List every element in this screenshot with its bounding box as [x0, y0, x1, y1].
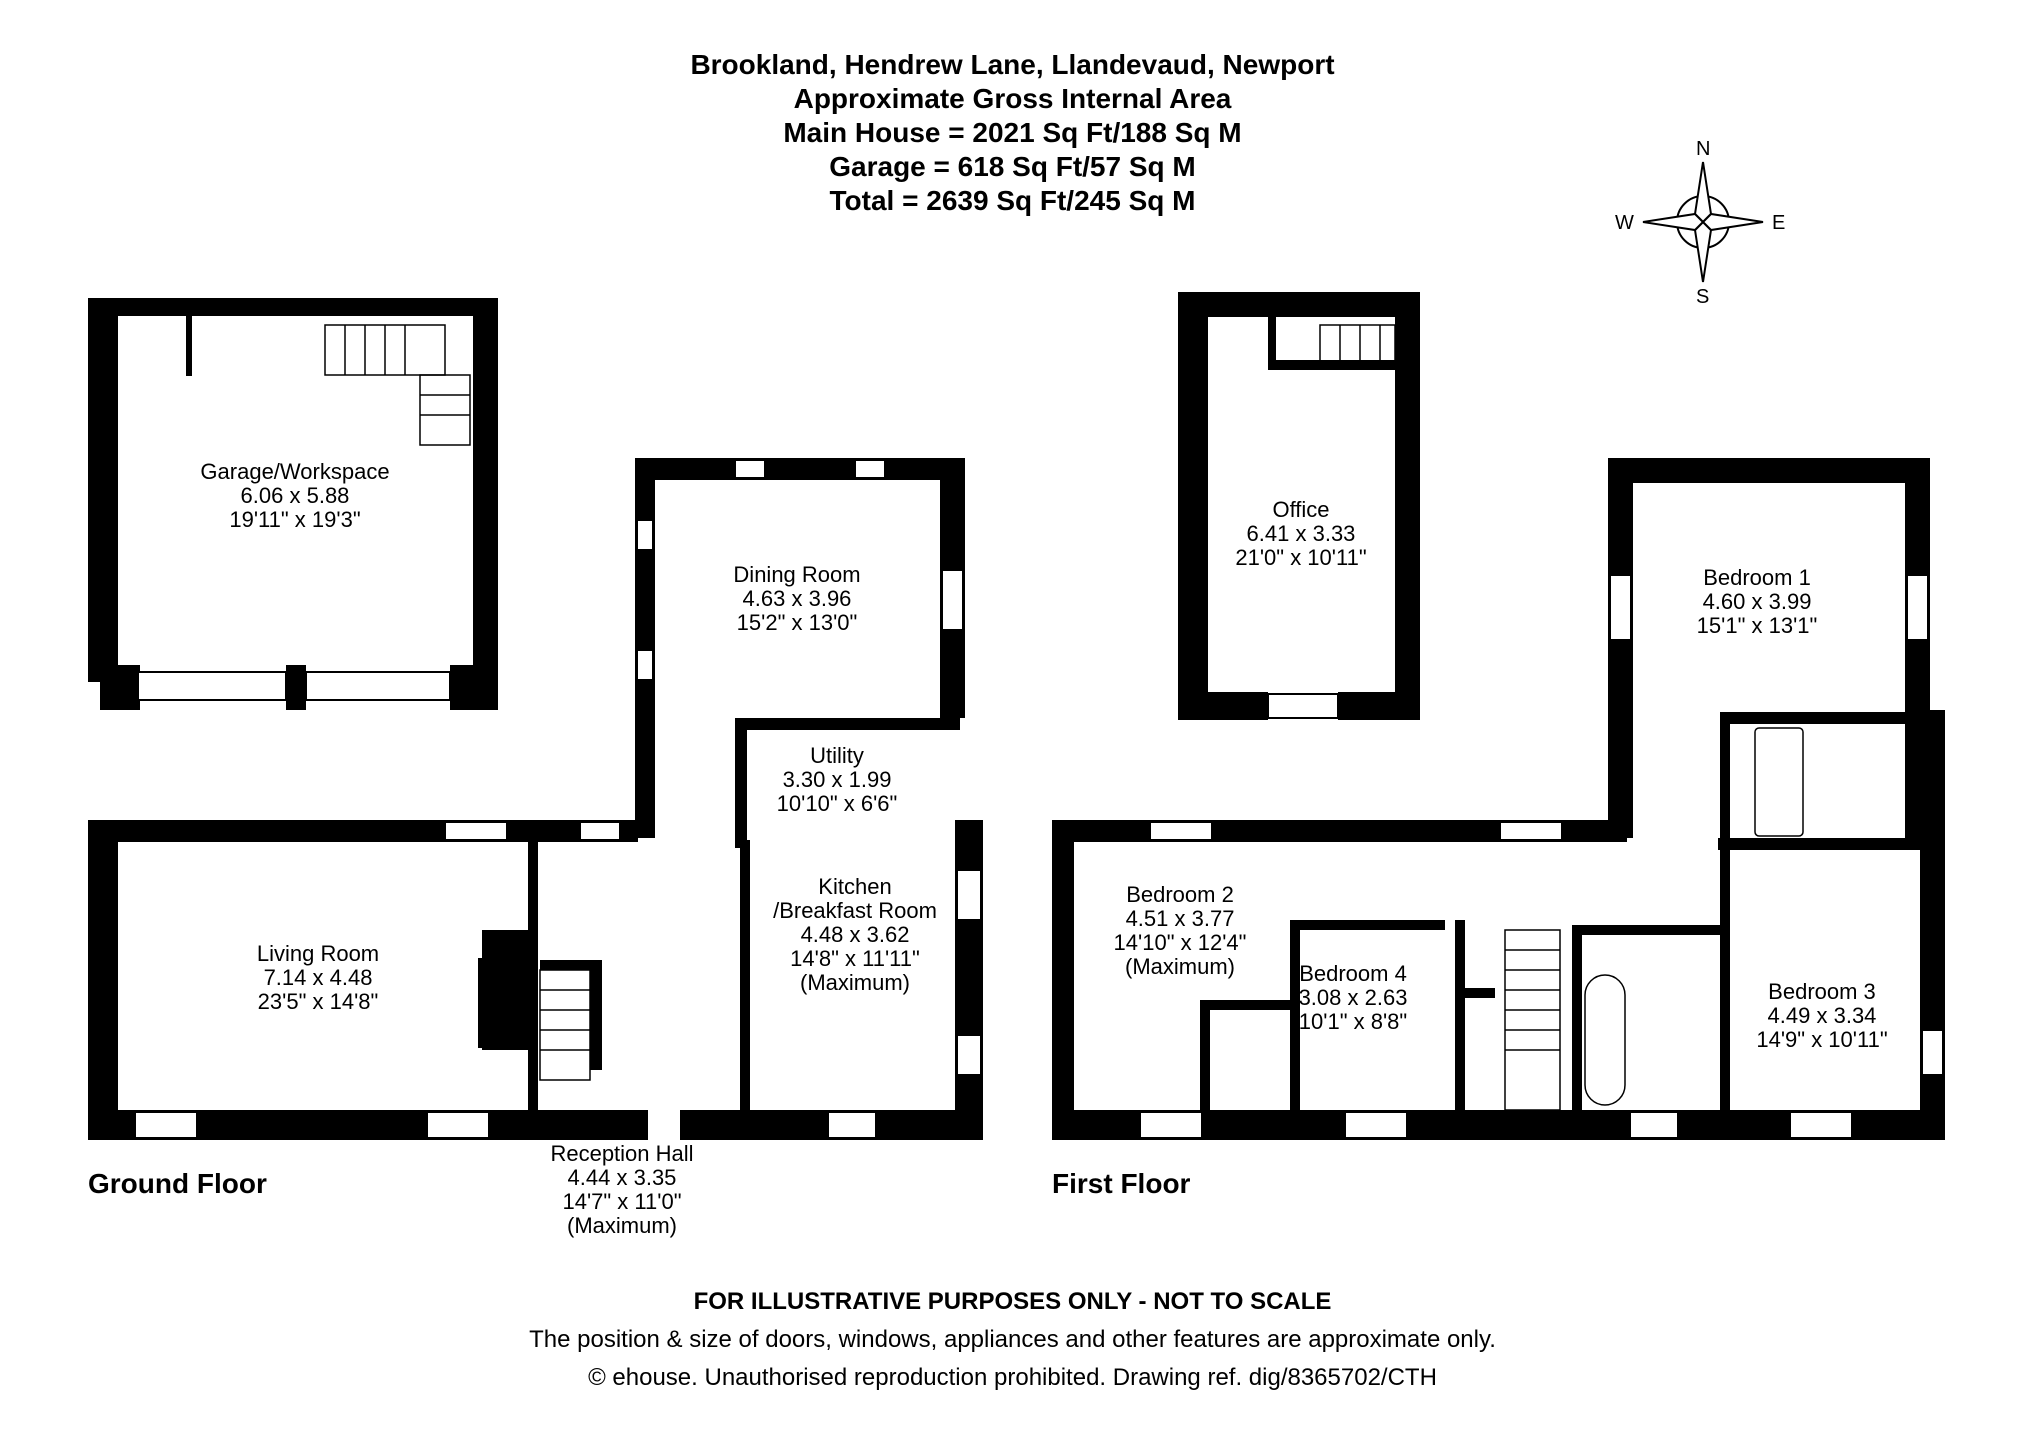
garage-walls: [88, 298, 498, 710]
room-note: (Maximum): [800, 970, 910, 995]
main-house-area: Main House = 2021 Sq Ft/188 Sq M: [783, 117, 1242, 148]
room-label-bedroom4: Bedroom 4 3.08 x 2.63 10'1" x 8'8": [1299, 962, 1408, 1034]
ground-floor-label: Ground Floor: [88, 1168, 267, 1199]
room-label-reception: Reception Hall 4.44 x 3.35 14'7" x 11'0"…: [550, 1142, 693, 1238]
first-floor-windows: [1139, 574, 1944, 1139]
room-metric: 4.48 x 3.62: [800, 922, 910, 947]
room-imperial: 10'10" x 6'6": [776, 791, 898, 816]
first-floor-stairs: [1319, 324, 1804, 1111]
room-note: (Maximum): [566, 1213, 677, 1238]
room-imperial: 14'10" x 12'4": [1113, 930, 1247, 955]
room-name-2: /Breakfast Room: [773, 898, 937, 923]
room-imperial: 19'11" x 19'3": [229, 507, 361, 532]
compass-south: S: [1696, 286, 1710, 308]
room-metric: 6.06 x 5.88: [240, 483, 350, 508]
room-label-office: Office 6.41 x 3.33 21'0" x 10'11": [1235, 498, 1366, 570]
room-imperial: 14'7" x 11'0": [562, 1189, 682, 1214]
room-name: Bedroom 4: [1299, 961, 1407, 986]
room-name: Utility: [810, 743, 864, 768]
room-metric: 4.51 x 3.77: [1125, 906, 1235, 931]
plan-header: Brookland, Hendrew Lane, Llandevaud, New…: [0, 48, 2025, 218]
room-imperial: 10'1" x 8'8": [1298, 1009, 1408, 1034]
room-label-dining: Dining Room 4.63 x 3.96 15'2" x 13'0": [733, 563, 860, 635]
ground-floor-stairs: [324, 324, 591, 1081]
first-floor-label: First Floor: [1052, 1168, 1191, 1199]
copyright-note: © ehouse. Unauthorised reproduction proh…: [588, 1364, 1437, 1391]
room-name: Living Room: [256, 941, 380, 966]
room-name: Bedroom 2: [1126, 882, 1234, 907]
room-metric: 6.41 x 3.33: [1246, 521, 1356, 546]
office-walls: [1178, 292, 1420, 720]
room-label-bedroom2: Bedroom 2 4.51 x 3.77 14'10" x 12'4" (Ma…: [1114, 883, 1247, 979]
room-name: Reception Hall: [550, 1141, 694, 1166]
total-area: Total = 2639 Sq Ft/245 Sq M: [829, 185, 1196, 216]
room-imperial: 14'9" x 10'11": [1756, 1027, 1888, 1052]
compass-east: E: [1772, 212, 1786, 234]
room-metric: 4.49 x 3.34: [1767, 1003, 1877, 1028]
room-name: Garage/Workspace: [200, 459, 390, 484]
room-metric: 4.44 x 3.35: [567, 1165, 677, 1190]
room-imperial: 14'8" x 11'11": [790, 946, 920, 971]
room-metric: 4.60 x 3.99: [1702, 589, 1812, 614]
room-metric: 4.63 x 3.96: [742, 586, 852, 611]
area-title: Approximate Gross Internal Area: [793, 83, 1232, 114]
room-label-kitchen: Kitchen /Breakfast Room 4.48 x 3.62 14'8…: [773, 875, 937, 995]
room-label-utility: Utility 3.30 x 1.99 10'10" x 6'6": [777, 744, 898, 816]
room-label-garage: Garage/Workspace 6.06 x 5.88 19'11" x 19…: [200, 460, 389, 532]
room-label-living: Living Room 7.14 x 4.48 23'5" x 14'8": [257, 942, 379, 1014]
room-name: Office: [1272, 497, 1330, 522]
room-imperial: 15'2" x 13'0": [736, 610, 858, 635]
room-name: Dining Room: [733, 562, 861, 587]
room-label-bedroom1: Bedroom 1 4.60 x 3.99 15'1" x 13'1": [1697, 566, 1818, 638]
plan-footer: FOR ILLUSTRATIVE PURPOSES ONLY - NOT TO …: [0, 1283, 2025, 1397]
room-metric: 3.08 x 2.63: [1298, 985, 1408, 1010]
room-imperial: 15'1" x 13'1": [1696, 613, 1818, 638]
garage-area: Garage = 618 Sq Ft/57 Sq M: [829, 151, 1196, 182]
room-note: (Maximum): [1125, 954, 1235, 979]
compass-north: N: [1696, 138, 1711, 160]
room-label-bedroom3: Bedroom 3 4.49 x 3.34 14'9" x 10'11": [1756, 980, 1887, 1052]
office-window: [1267, 693, 1339, 719]
room-metric: 3.30 x 1.99: [782, 767, 892, 792]
room-imperial: 23'5" x 14'8": [257, 989, 379, 1014]
garage-doors: [137, 671, 451, 701]
room-name: Bedroom 3: [1768, 979, 1876, 1004]
room-metric: 7.14 x 4.48: [263, 965, 373, 990]
disclaimer: FOR ILLUSTRATIVE PURPOSES ONLY - NOT TO …: [693, 1288, 1332, 1315]
room-imperial: 21'0" x 10'11": [1235, 545, 1367, 570]
compass-west: W: [1615, 212, 1634, 234]
property-address: Brookland, Hendrew Lane, Llandevaud, New…: [690, 49, 1335, 80]
room-name: Bedroom 1: [1703, 565, 1811, 590]
approximation-note: The position & size of doors, windows, a…: [529, 1326, 1496, 1353]
room-name: Kitchen: [818, 874, 892, 899]
compass-rose: [1642, 161, 1764, 283]
ground-floor-windows: [134, 459, 982, 1139]
